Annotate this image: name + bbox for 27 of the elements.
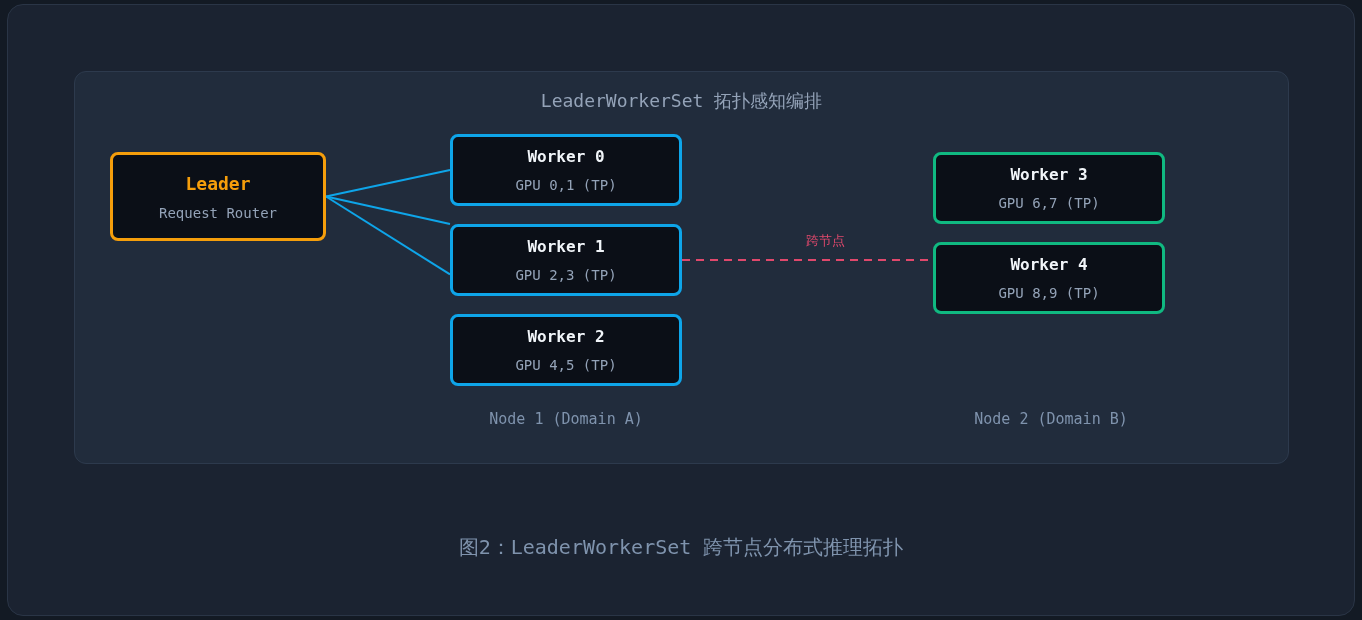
panel bbox=[74, 71, 1289, 464]
connector-line bbox=[325, 169, 451, 198]
node-group-label: Node 2 (Domain B) bbox=[974, 409, 1128, 430]
box-subtitle: GPU 6,7 (TP) bbox=[998, 193, 1100, 213]
box-subtitle: GPU 2,3 (TP) bbox=[515, 265, 617, 285]
box-title: Worker 4 bbox=[1010, 253, 1088, 276]
leader-box bbox=[110, 152, 326, 241]
worker-box bbox=[933, 242, 1165, 314]
box-subtitle: GPU 4,5 (TP) bbox=[515, 355, 617, 375]
worker-box bbox=[933, 152, 1165, 224]
box-title: Leader bbox=[185, 171, 251, 196]
worker-box bbox=[450, 224, 682, 296]
box-title: Worker 1 bbox=[527, 235, 605, 258]
connector-line bbox=[325, 195, 451, 225]
panel-title: LeaderWorkerSet 拓扑感知编排 bbox=[540, 89, 823, 113]
box-title: Worker 0 bbox=[527, 145, 605, 168]
box-title: Worker 2 bbox=[527, 325, 605, 348]
node-group-label: Node 1 (Domain A) bbox=[489, 409, 643, 430]
caption: 图2：LeaderWorkerSet 跨节点分布式推理拓扑 bbox=[458, 534, 904, 561]
edge-label: 跨节点 bbox=[806, 232, 845, 250]
box-subtitle: GPU 8,9 (TP) bbox=[998, 283, 1100, 303]
connector-line bbox=[325, 195, 451, 276]
worker-box bbox=[450, 314, 682, 386]
box-subtitle: Request Router bbox=[159, 203, 277, 223]
box-subtitle: GPU 0,1 (TP) bbox=[515, 175, 617, 195]
worker-box bbox=[450, 134, 682, 206]
box-title: Worker 3 bbox=[1010, 163, 1088, 186]
